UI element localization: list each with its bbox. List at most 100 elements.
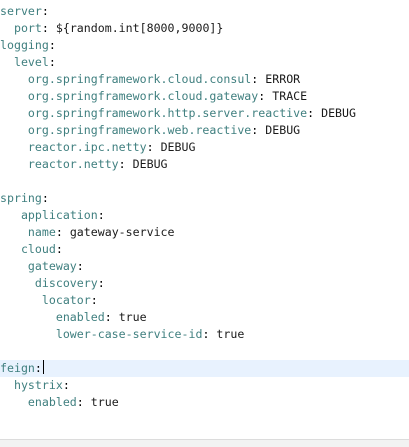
code-line[interactable]: enabled: true [0,394,409,411]
code-line[interactable]: org.springframework.cloud.consul: ERROR [0,71,409,88]
yaml-key: lower-case-service-id [55,327,203,341]
yaml-colon: : [41,21,49,35]
yaml-colon: : [97,276,105,290]
yaml-value: true [118,310,147,324]
yaml-colon: : [41,191,49,205]
code-line[interactable]: org.springframework.http.server.reactive… [0,105,409,122]
yaml-colon: : [146,140,154,154]
yaml-colon: : [307,106,315,120]
yaml-colon: : [258,89,266,103]
yaml-key: level [13,55,49,69]
yaml-key: cloud [20,242,56,256]
line-indent [0,106,28,120]
line-indent [0,208,21,222]
yaml-key: reactor.netty [27,157,119,171]
line-indent [0,378,14,392]
line-indent [0,140,28,154]
code-line[interactable] [0,173,409,190]
yaml-key: logging [0,38,49,52]
code-line[interactable]: locator: [0,292,409,309]
yaml-key: hystrix [13,378,63,392]
yaml-colon: : [97,208,105,222]
line-indent [0,225,28,239]
yaml-key: gateway [27,259,77,273]
code-line[interactable]: lower-case-service-id: true [0,326,409,343]
yaml-colon: : [48,55,56,69]
code-line[interactable]: port: ${random.int[8000,9000]} [0,20,409,37]
yaml-key: reactor.ipc.netty [27,140,147,154]
yaml-colon: : [34,361,42,375]
yaml-key: application [20,208,98,222]
yaml-value: DEBUG [160,140,196,154]
text-caret [42,360,44,374]
yaml-key: port [13,21,42,35]
line-indent [0,89,28,103]
code-line[interactable]: hystrix: [0,377,409,394]
yaml-value: true [216,327,245,341]
yaml-key: spring [0,191,42,205]
yaml-key: feign [0,361,35,375]
code-line[interactable] [0,343,409,360]
yaml-value: DEBUG [265,123,301,137]
yaml-colon: : [55,225,63,239]
code-line[interactable]: reactor.ipc.netty: DEBUG [0,139,409,156]
yaml-key: org.springframework.web.reactive [27,123,252,137]
yaml-colon: : [62,378,70,392]
line-indent [0,310,56,324]
yaml-key: name [27,225,56,239]
line-indent [0,21,14,35]
code-line[interactable]: enabled: true [0,309,409,326]
code-line[interactable]: application: [0,207,409,224]
yaml-key: enabled [55,310,105,324]
line-indent [0,55,14,69]
yaml-key: enabled [27,395,77,409]
yaml-key: locator [41,293,91,307]
yaml-value: gateway-service [69,225,175,239]
line-indent [0,293,42,307]
yaml-key: org.springframework.cloud.gateway [27,89,259,103]
horizontal-scrollbar[interactable] [0,439,409,447]
yaml-key: org.springframework.http.server.reactive [27,106,308,120]
yaml-colon: : [202,327,210,341]
yaml-value: TRACE [272,89,308,103]
yaml-colon: : [118,157,126,171]
line-indent [0,259,28,273]
yaml-value: DEBUG [132,157,168,171]
code-line[interactable]: org.springframework.web.reactive: DEBUG [0,122,409,139]
code-line[interactable]: level: [0,54,409,71]
yaml-value: ${random.int[8000,9000]} [55,21,224,35]
code-line[interactable]: feign: [0,360,409,377]
yaml-key: server [0,4,42,18]
code-line[interactable]: name: gateway-service [0,224,409,241]
yaml-value: true [90,395,119,409]
line-indent [0,157,28,171]
yaml-colon: : [48,38,56,52]
yaml-colon: : [251,123,259,137]
line-indent [0,123,28,137]
yaml-colon: : [251,72,259,86]
yaml-colon: : [90,293,98,307]
yaml-colon: : [104,310,112,324]
code-line[interactable]: cloud: [0,241,409,258]
code-line[interactable]: spring: [0,190,409,207]
yaml-value: ERROR [265,72,301,86]
line-indent [0,72,28,86]
code-line[interactable]: org.springframework.cloud.gateway: TRACE [0,88,409,105]
line-indent [0,242,21,256]
yaml-colon: : [76,395,84,409]
yaml-key: discovery [34,276,98,290]
code-line[interactable]: server: [0,3,409,20]
yaml-colon: : [41,4,49,18]
yaml-value: DEBUG [321,106,356,120]
yaml-key: org.springframework.cloud.consul [27,72,252,86]
line-indent [0,276,35,290]
line-indent [0,395,28,409]
code-line[interactable]: logging: [0,37,409,54]
yaml-colon: : [76,259,84,273]
yaml-colon: : [55,242,63,256]
code-line[interactable]: reactor.netty: DEBUG [0,156,409,173]
line-indent [0,327,56,341]
code-line[interactable]: discovery: [0,275,409,292]
code-line[interactable]: gateway: [0,258,409,275]
